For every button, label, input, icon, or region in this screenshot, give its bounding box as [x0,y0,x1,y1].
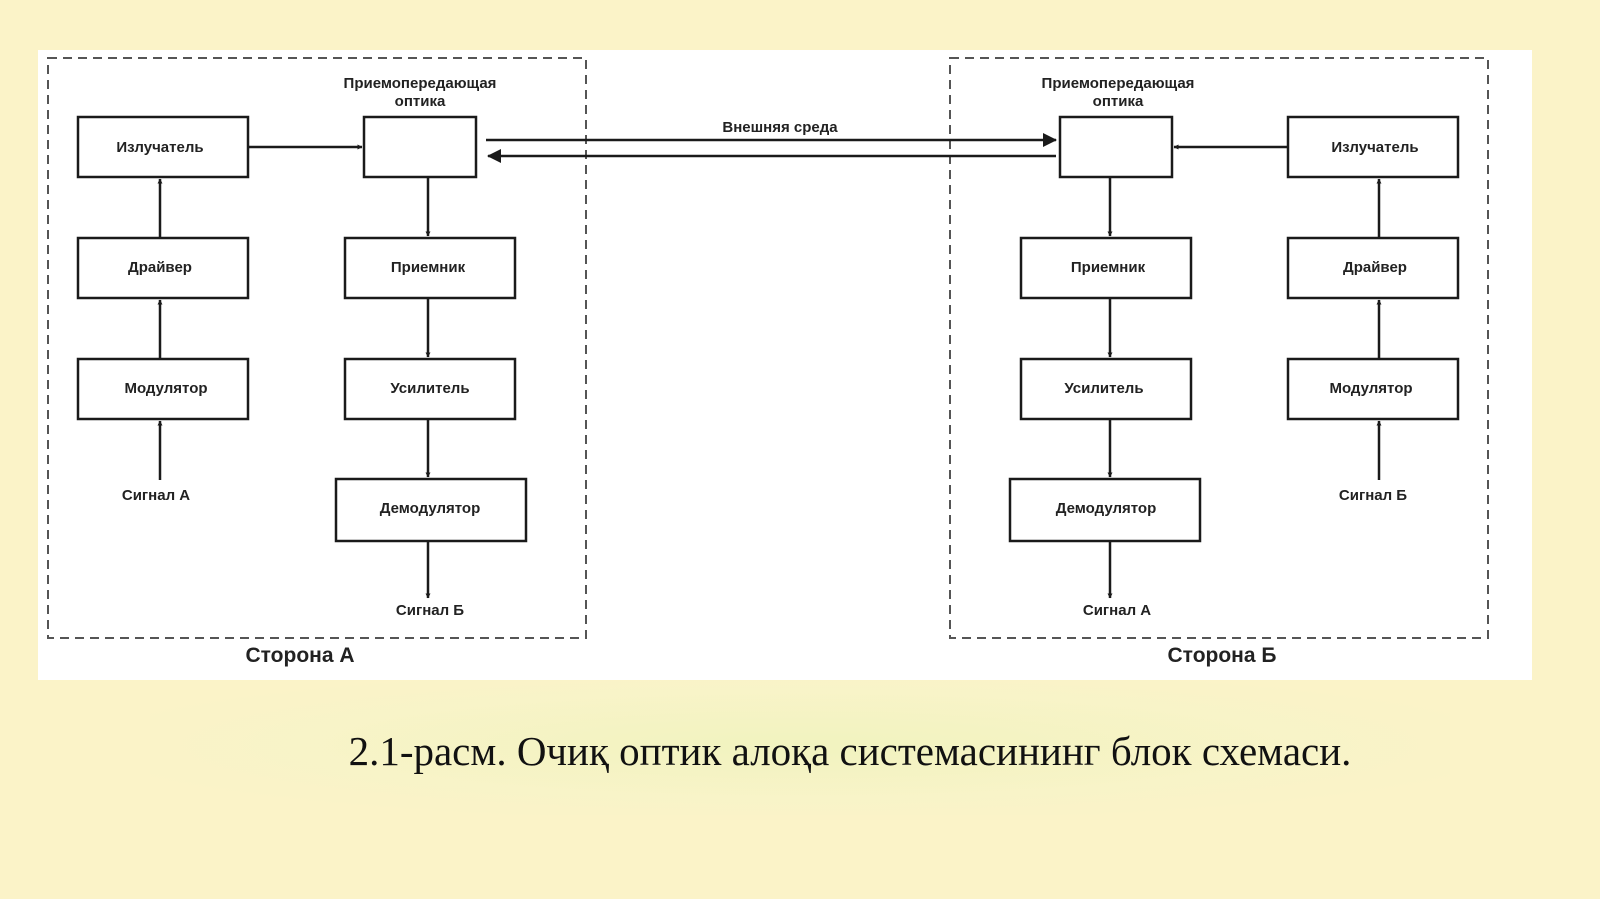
side-a-driver-box [76,236,250,300]
side-b-emitter-box [1286,115,1460,179]
side-b-demodulator-box [1008,477,1202,543]
side-b-modulator-box [1286,357,1460,421]
side-a-amplifier-label: Усилитель [390,380,469,397]
side-a-modulator-box [76,357,250,421]
caption-glow [150,675,1450,815]
side-b-amplifier-box [1019,357,1193,421]
side-a-input-signal: Сигнал А [122,487,190,504]
side-b-receiver-box [1019,236,1193,300]
figure-caption-text: 2.1-расм. Очиқ оптик алоқа системасининг… [348,728,1352,774]
side-b-amplifier-label: Усилитель [1064,380,1143,397]
diagram-panel: Приемопередающая оптика Излучатель Драйв… [38,50,1532,680]
side-a-title: Сторона А [245,644,354,667]
side-b-driver-label: Драйвер [1343,259,1407,276]
side-b-title: Сторона Б [1168,644,1277,667]
side-a-receiver-box [343,236,517,300]
side-b-emitter-label: Излучатель [1331,139,1418,156]
side-b-optics-label-2: оптика [1093,93,1144,110]
side-b-modulator-label: Модулятор [1329,380,1412,397]
side-b-output-signal: Сигнал А [1083,602,1151,619]
side-a-optics-box [362,115,478,179]
side-a-demodulator-box [334,477,528,543]
side-a-modulator-label: Модулятор [124,380,207,397]
side-b-input-signal: Сигнал Б [1339,487,1407,504]
side-a-optics-label-1: Приемопередающая [344,75,497,92]
side-b-frame [949,57,1489,639]
side-b-receiver-label: Приемник [1071,259,1146,276]
medium-label: Внешняя среда [722,119,838,136]
side-b-optics-label-1: Приемопередающая [1042,75,1195,92]
side-a-amplifier-box [343,357,517,421]
side-a-optics-label-2: оптика [395,93,446,110]
side-a-receiver-label: Приемник [391,259,466,276]
side-b-demodulator-label: Демодулятор [1056,500,1156,517]
side-a-emitter-label: Излучатель [116,139,203,156]
side-a-frame [47,57,587,639]
side-a-driver-label: Драйвер [128,259,192,276]
side-b-driver-box [1286,236,1460,300]
side-a-emitter-box [76,115,250,179]
side-b-optics-box [1058,115,1174,179]
figure-caption: 2.1-расм. Очиқ оптик алоқа системасининг… [0,727,1600,775]
side-a-output-signal: Сигнал Б [396,602,464,619]
side-a-demodulator-label: Демодулятор [380,500,480,517]
block-diagram: Приемопередающая оптика Излучатель Драйв… [47,57,1489,667]
